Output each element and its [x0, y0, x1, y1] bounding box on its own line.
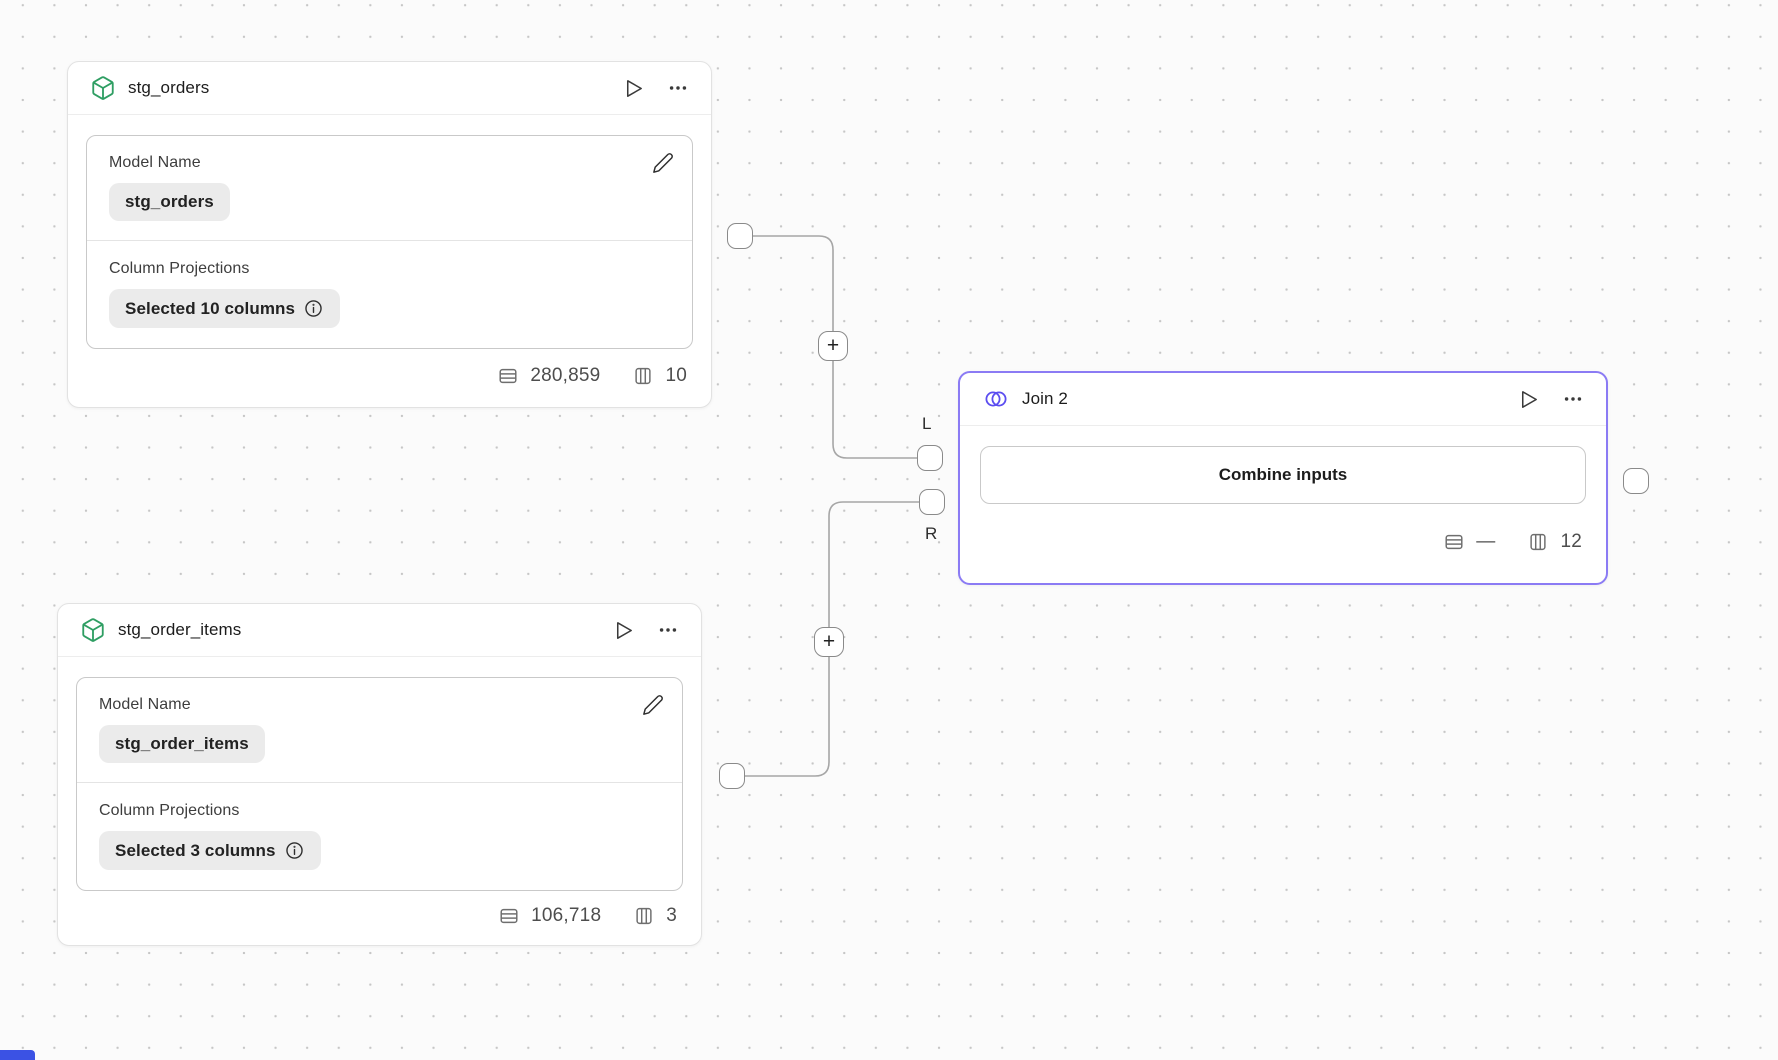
node-footer: — 12	[960, 504, 1606, 583]
info-icon[interactable]	[284, 840, 305, 861]
edit-model-name-button[interactable]	[642, 694, 664, 716]
columns-icon	[1530, 533, 1547, 550]
node-menu-button[interactable]	[1562, 388, 1584, 410]
divider	[77, 782, 682, 783]
divider	[68, 114, 711, 115]
model-cube-icon	[80, 617, 106, 643]
node-footer: 280,859 10	[68, 349, 711, 407]
edit-model-name-button[interactable]	[652, 152, 674, 174]
play-icon	[626, 79, 642, 97]
row-count: —	[1476, 530, 1496, 552]
column-projections-value: Selected 10 columns	[125, 298, 296, 318]
column-projections-chip[interactable]: Selected 10 columns	[109, 289, 341, 328]
divider	[58, 656, 701, 657]
model-name-chip: stg_order_items	[99, 725, 265, 763]
node-title: Join 2	[1022, 389, 1068, 408]
column-projections-chip[interactable]: Selected 3 columns	[99, 831, 321, 870]
output-port-join[interactable]	[1623, 468, 1649, 494]
node-menu-button[interactable]	[657, 619, 679, 641]
run-node-button[interactable]	[622, 77, 645, 100]
info-icon[interactable]	[303, 298, 324, 319]
divider	[960, 425, 1606, 426]
ellipsis-icon	[1564, 397, 1582, 401]
model-name-label: Model Name	[99, 696, 191, 713]
row-count: 106,718	[531, 905, 602, 926]
column-count: 3	[666, 905, 677, 926]
column-projections-label: Column Projections	[109, 260, 250, 277]
add-node-on-edge-button-bottom[interactable]: +	[814, 627, 844, 657]
rows-icon	[499, 368, 517, 384]
model-name-label: Model Name	[109, 154, 201, 171]
row-count: 280,859	[530, 365, 601, 386]
add-node-on-edge-button-top[interactable]: +	[818, 331, 848, 361]
ellipsis-icon	[669, 86, 687, 90]
column-projections-value: Selected 3 columns	[115, 840, 276, 860]
model-name-value: stg_orders	[125, 192, 214, 211]
input-port-join-left[interactable]	[917, 445, 943, 471]
join-venn-icon	[982, 387, 1010, 411]
pencil-icon	[643, 695, 663, 715]
model-cube-icon	[90, 75, 116, 101]
corner-marker	[0, 1050, 35, 1060]
rows-icon	[1445, 534, 1463, 549]
node-header: stg_orders	[68, 62, 711, 114]
node-footer: 106,718 3	[58, 891, 701, 945]
plus-icon: +	[822, 629, 836, 653]
rows-icon	[500, 908, 518, 924]
node-config-panel: Model Name stg_orders Column Projections…	[86, 135, 693, 349]
run-node-button[interactable]	[1517, 388, 1540, 411]
port-label-right: R	[925, 524, 938, 543]
node-stg-order-items[interactable]: stg_order_items Model Name stg_order_ite…	[57, 603, 702, 946]
output-port-stg-order-items[interactable]	[719, 763, 745, 789]
model-name-chip: stg_orders	[109, 183, 230, 221]
play-icon	[1521, 390, 1537, 408]
model-name-value: stg_order_items	[115, 734, 249, 753]
plus-icon: +	[826, 333, 840, 357]
node-title: stg_order_items	[118, 620, 242, 639]
node-join-2[interactable]: Join 2 Combine inputs — 12	[958, 371, 1608, 585]
pencil-icon	[653, 153, 673, 173]
column-projections-label: Column Projections	[99, 802, 240, 819]
output-port-stg-orders[interactable]	[727, 223, 753, 249]
input-port-join-right[interactable]	[919, 489, 945, 515]
columns-icon	[636, 907, 652, 925]
node-config-panel: Model Name stg_order_items Column Projec…	[76, 677, 683, 891]
play-icon	[616, 621, 632, 639]
combine-inputs-button[interactable]: Combine inputs	[980, 446, 1586, 504]
column-count: 10	[665, 365, 687, 386]
columns-icon	[635, 367, 652, 385]
node-stg-orders[interactable]: stg_orders Model Name stg_orders Column …	[67, 61, 712, 408]
node-title: stg_orders	[128, 78, 210, 97]
divider	[87, 240, 692, 241]
ellipsis-icon	[659, 628, 677, 632]
node-header: Join 2	[960, 373, 1606, 425]
column-count: 12	[1560, 530, 1582, 552]
port-label-left: L	[922, 414, 932, 433]
node-header: stg_order_items	[58, 604, 701, 656]
node-menu-button[interactable]	[667, 77, 689, 99]
run-node-button[interactable]	[612, 619, 635, 642]
